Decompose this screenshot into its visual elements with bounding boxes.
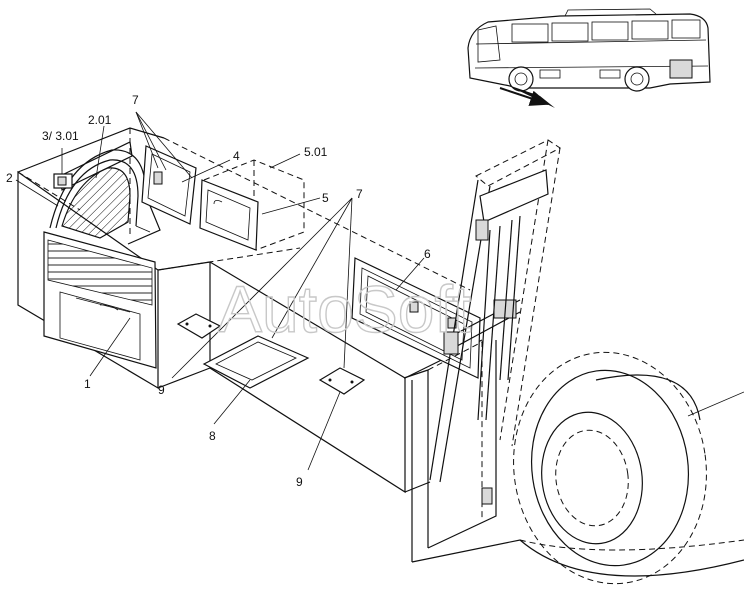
callout-7-middle: 7 (356, 187, 363, 201)
callout-2-01: 2.01 (88, 113, 112, 127)
vehicle-side (411, 351, 744, 585)
callout-4: 4 (233, 149, 240, 163)
watermark: AutoSoft (218, 272, 471, 346)
wheel-arch-panel (49, 141, 161, 245)
callout-5-01: 5.01 (304, 145, 328, 159)
callout-5: 5 (322, 191, 329, 205)
callout-9-left: 9 (158, 383, 165, 397)
hatch-door-4 (141, 145, 197, 225)
callout-labels: 1 2 2.01 3/ 3.01 4 5 5.01 6 7 7 8 9 9 (6, 93, 431, 489)
door-and-struts (403, 139, 561, 562)
callout-6: 6 (424, 247, 431, 261)
leader-lines (15, 111, 425, 471)
panel-1 (43, 231, 157, 369)
callout-2: 2 (6, 171, 13, 185)
callout-8: 8 (209, 429, 216, 443)
callout-3-3-01: 3/ 3.01 (42, 129, 79, 143)
callout-7-top: 7 (132, 93, 139, 107)
box-5 (199, 159, 305, 251)
switch-3 (53, 173, 73, 189)
callout-1: 1 (84, 377, 91, 391)
callout-9-right: 9 (296, 475, 303, 489)
bus-inset (467, 8, 711, 108)
floor-plates (176, 313, 366, 395)
